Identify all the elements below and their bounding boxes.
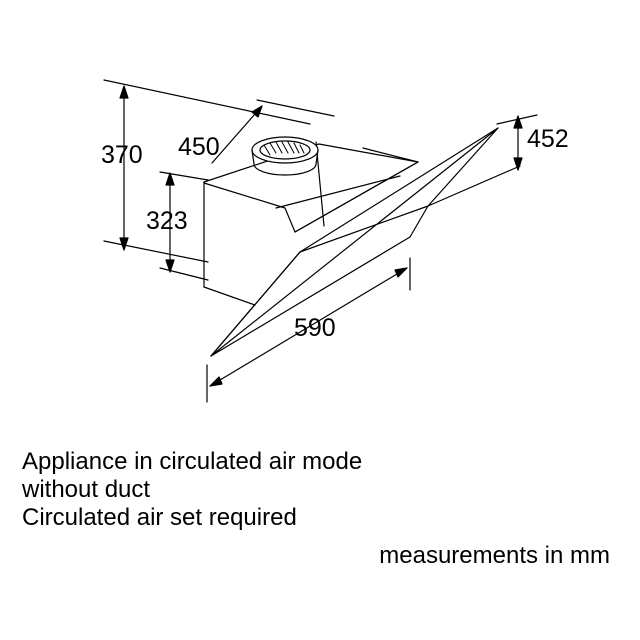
dimension-lines xyxy=(119,85,523,387)
caption-line-3: Circulated air set required xyxy=(22,504,297,531)
fan-outlet xyxy=(251,136,319,176)
dimension-590-label: 590 xyxy=(294,314,336,342)
hood-body xyxy=(203,141,419,306)
glass-canopy xyxy=(210,127,499,357)
dimension-450-label: 450 xyxy=(178,133,220,161)
units-note: measurements in mm xyxy=(379,542,610,569)
dimension-452-label: 452 xyxy=(527,125,569,153)
caption-block: Appliance in circulated air mode without… xyxy=(22,448,362,532)
extension-lines xyxy=(103,79,538,403)
hood-dimension-drawing: 370 450 323 452 590 xyxy=(101,79,569,403)
caption-line-2: without duct xyxy=(22,476,151,503)
dimension-370-label: 370 xyxy=(101,141,143,169)
dimension-323-label: 323 xyxy=(146,207,188,235)
caption-line-1: Appliance in circulated air mode xyxy=(22,448,363,475)
